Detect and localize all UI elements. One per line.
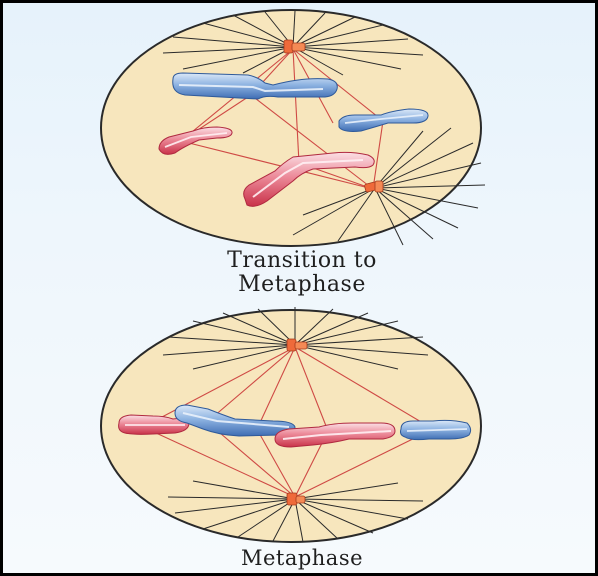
caption-metaphase: Metaphase — [240, 546, 364, 570]
centrosome-icon — [283, 39, 306, 54]
spindle-fibers-bottom — [142, 346, 434, 498]
cell-transition — [100, 9, 486, 247]
caption-transition: Transition to Metaphase — [3, 248, 595, 297]
cell-membrane — [100, 9, 482, 247]
centrosome-icon — [286, 492, 306, 506]
centrosome-icon — [286, 338, 308, 352]
cell-metaphase — [100, 307, 482, 543]
chromosome-icon — [174, 404, 296, 437]
chromosome-icon — [172, 72, 338, 100]
aster-top — [162, 307, 429, 370]
caption-transition-line2: Metaphase — [238, 272, 366, 297]
chromosome-icon — [274, 422, 396, 448]
caption-transition-line1: Transition to — [227, 248, 377, 273]
mitosis-diagram — [100, 9, 486, 543]
aster-right — [292, 127, 486, 246]
chromosome-icon — [158, 126, 233, 155]
chromosome-icon — [338, 108, 429, 132]
chromosome-icon — [400, 419, 472, 441]
aster-bottom — [167, 480, 424, 543]
chromosome-icon — [243, 151, 375, 207]
centrosome-icon — [364, 180, 384, 193]
